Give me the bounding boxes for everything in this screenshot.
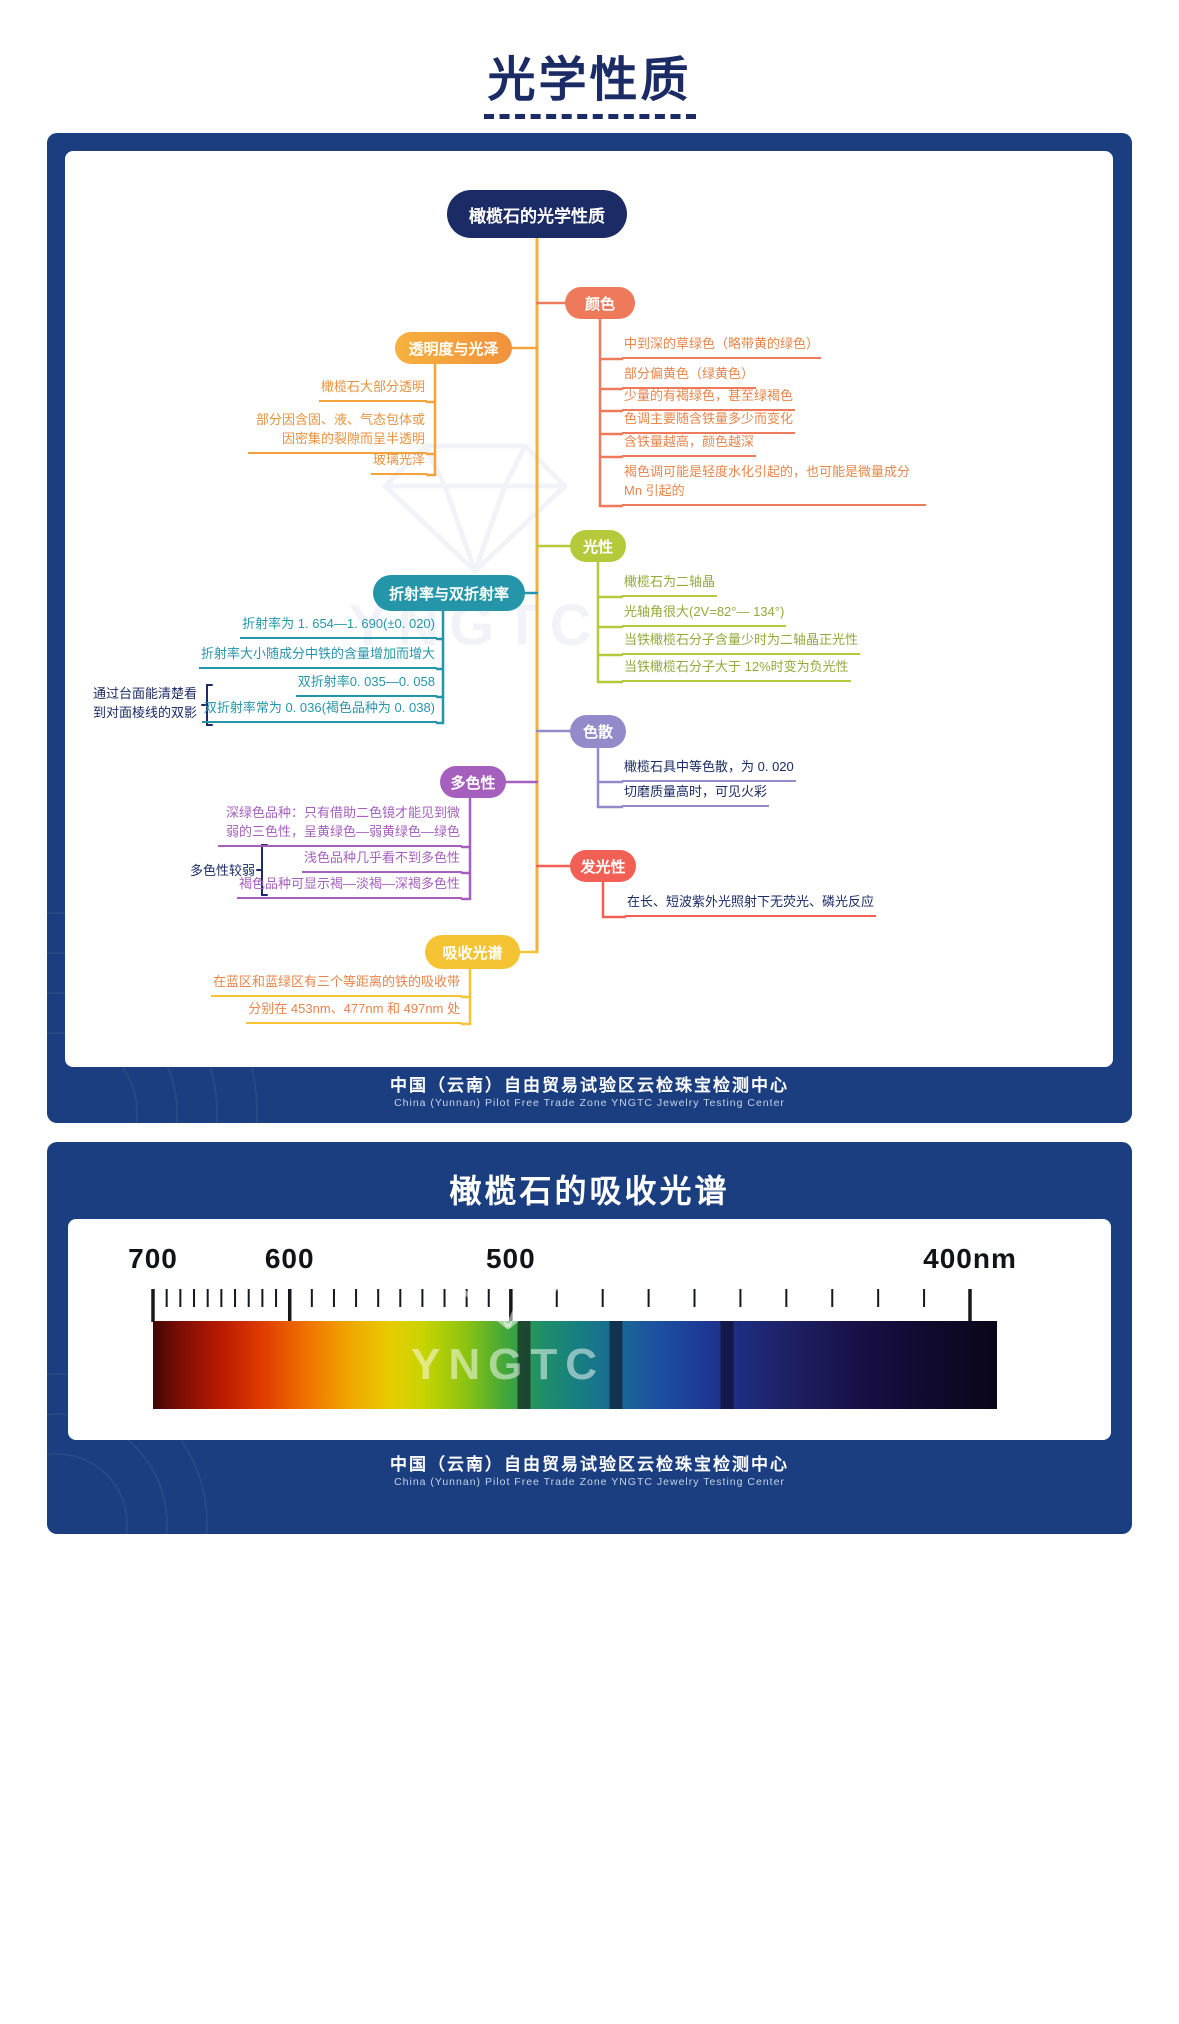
root-node: 橄榄石的光学性质 — [447, 190, 627, 238]
mindmap-leaf: 折射率大小随成分中铁的含量增加而增大 — [198, 644, 437, 669]
mindmap-leaf: 部分因含固、液、气态包体或因密集的裂隙而呈半透明 — [248, 410, 427, 454]
mindmap-leaf: 少量的有褐绿色，甚至绿褐色 — [622, 386, 796, 411]
branch-node-absorption-spectrum: 吸收光谱 — [425, 935, 520, 969]
mindmap-leaf: 双折射率0. 035—0. 058 — [295, 672, 437, 697]
mindmap-leaf: 在蓝区和蓝绿区有三个等距离的铁的吸收带 — [210, 972, 462, 997]
mindmap-leaf: 折射率为 1. 654—1. 690(±0. 020) — [240, 614, 437, 639]
mindmap-leaf: 含铁量越高，颜色越深 — [622, 432, 757, 457]
mindmap-leaf: 部分偏黄色（绿黄色） — [622, 364, 757, 389]
absorption-band — [517, 1321, 531, 1409]
mindmap-panel: YNGTC — [47, 133, 1132, 1123]
mindmap-leaf: 褐色调可能是轻度水化引起的，也可能是微量成分 Mn 引起的 — [622, 462, 926, 506]
scale-label-700: 700 — [128, 1243, 178, 1274]
footer-line-en: China (Yunnan) Pilot Free Trade Zone YNG… — [394, 1476, 785, 1488]
branch-node-pleochroism: 多色性 — [440, 766, 506, 798]
branch-node-color: 颜色 — [565, 287, 635, 319]
mindmap-canvas: YNGTC — [65, 151, 1113, 1067]
branch-node-transparency: 透明度与光泽 — [395, 332, 512, 364]
scale-label-600: 600 — [264, 1243, 315, 1274]
pleochroism-note: 多色性较弱 — [189, 863, 255, 878]
mindmap-leaf: 当铁橄榄石分子大于 12%时变为负光性 — [622, 657, 851, 682]
spectrum-title: 橄榄石的吸收光谱 — [449, 1173, 730, 1209]
mindmap-leaf: 色调主要随含铁量多少而变化 — [622, 409, 796, 434]
mindmap-leaf: 橄榄石为二轴晶 — [622, 572, 718, 597]
refraction-note: 通过台面能清楚看到对面棱线的双影 — [92, 686, 197, 720]
mindmap-leaf: 橄榄石大部分透明 — [318, 377, 427, 402]
branch-node-luminescence: 发光性 — [570, 850, 636, 882]
scale-label-400nm: 400nm — [923, 1243, 1017, 1274]
mindmap-leaf: 分别在 453nm、477nm 和 497nm 处 — [246, 999, 462, 1024]
spectrum-card: 700 600 500 400nm YNGTC — [68, 1219, 1111, 1440]
mindmap-leaf: 切磨质量高时，可见火彩 — [622, 782, 770, 807]
branch-node-optic-character: 光性 — [570, 530, 626, 562]
mindmap-leaf: 当铁橄榄石分子含量少时为二轴晶正光性 — [622, 630, 861, 655]
mindmap-leaf: 在长、短波紫外光照射下无荧光、磷光反应 — [625, 892, 877, 917]
mindmap-leaf: 橄榄石具中等色散，为 0. 020 — [622, 757, 796, 782]
spectrum-panel: 橄榄石的吸收光谱 700 600 500 400nm YNGTC 中国（云南）自… — [47, 1142, 1132, 1534]
spectrum-bar — [153, 1321, 997, 1409]
absorption-band — [609, 1321, 623, 1409]
mindmap-leaf: 中到深的草绿色（略带黄的绿色） — [622, 334, 822, 359]
mindmap-leaf: 褐色品种可显示褐—淡褐—深褐多色性 — [236, 874, 462, 899]
title-underline — [483, 114, 696, 119]
branch-node-dispersion: 色散 — [570, 715, 626, 748]
ruler-ticks — [151, 1289, 972, 1322]
page-title: 光学性质 — [487, 54, 692, 107]
mindmap-card: YNGTC — [65, 151, 1113, 1067]
footer-line-en: China (Yunnan) Pilot Free Trade Zone YNG… — [394, 1097, 785, 1109]
mindmap-leaf: 浅色品种几乎看不到多色性 — [301, 848, 462, 873]
mindmap-leaf: 玻璃光泽 — [370, 450, 427, 475]
branch-node-refractive-index: 折射率与双折射率 — [373, 575, 525, 611]
mindmap-leaf: 双折射率常为 0. 036(褐色品种为 0. 038) — [201, 698, 437, 723]
mindmap-leaf: 深绿色品种：只有借助二色镜才能见到微弱的三色性，呈黄绿色—弱黄绿色—绿色 — [218, 803, 462, 847]
absorption-band — [720, 1321, 734, 1409]
mindmap-leaf: 光轴角很大(2V=82°— 134°) — [622, 602, 787, 627]
connector-lines — [201, 236, 627, 1026]
footer-line-cn: 中国（云南）自由贸易试验区云检珠宝检测中心 — [390, 1076, 789, 1095]
footer-line-cn: 中国（云南）自由贸易试验区云检珠宝检测中心 — [390, 1455, 789, 1474]
